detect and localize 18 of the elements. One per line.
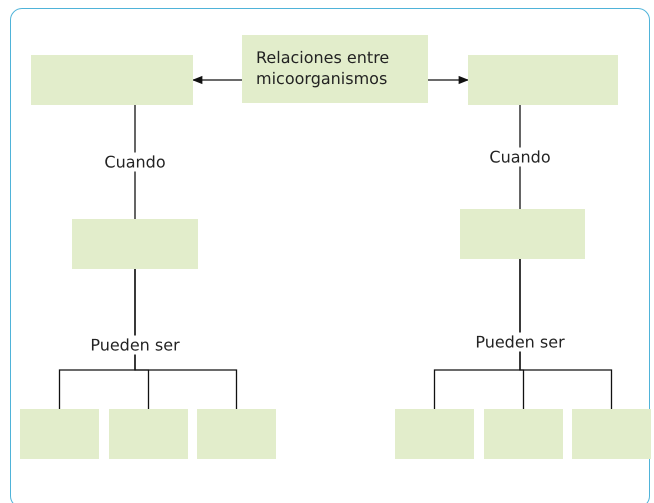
concept-box — [395, 409, 474, 459]
edge-label: Cuando — [102, 152, 168, 172]
concept-box — [31, 55, 193, 105]
edge-label: Cuando — [487, 148, 553, 166]
connector-line — [134, 269, 238, 409]
concept-box — [468, 55, 618, 105]
concept-box — [572, 409, 651, 459]
concept-box — [20, 409, 99, 459]
concept-box — [197, 409, 276, 459]
concept-box — [242, 35, 428, 103]
connector-line — [519, 259, 612, 409]
concept-box — [72, 219, 198, 269]
concept-box — [460, 209, 585, 259]
connector-line — [192, 76, 242, 84]
connector-line — [428, 76, 470, 84]
concept-box — [109, 409, 188, 459]
box-text: Relaciones entre micoorganismos — [256, 48, 390, 90]
concept-box — [484, 409, 563, 459]
